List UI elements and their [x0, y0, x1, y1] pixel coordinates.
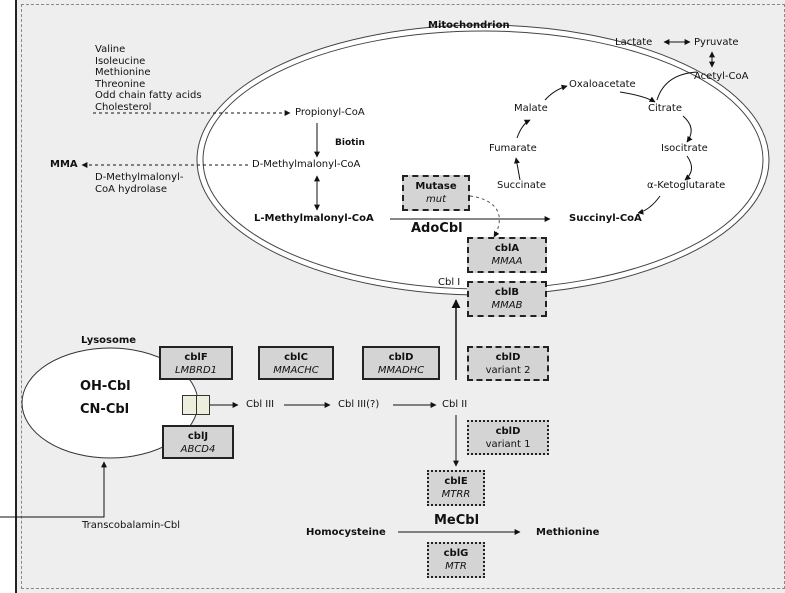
citrate-label: Citrate — [648, 103, 682, 114]
arrow-akg-succinyl — [637, 195, 661, 215]
mecbl-label: MeCbl — [434, 513, 480, 528]
cblf-name: cblF — [184, 352, 208, 363]
cbla-gene: MMAA — [491, 256, 523, 267]
cbla-box: cblA MMAA — [467, 237, 547, 273]
oh-cbl-label: OH-Cbl — [80, 379, 131, 394]
cblc-gene: MMACHC — [273, 365, 319, 376]
cbld-variant1-label: variant 1 — [485, 439, 531, 450]
cblb-gene: MMAB — [491, 300, 523, 311]
cblb-box: cblB MMAB — [467, 281, 547, 317]
mutase-gene: mut — [426, 194, 446, 205]
cblg-box: cblG MTR — [427, 542, 485, 578]
acetyl-coa-label: Acetyl-CoA — [694, 71, 749, 82]
cble-gene: MTRR — [441, 489, 471, 500]
cble-name: cblE — [444, 476, 468, 487]
cbld-variant2-label: variant 2 — [485, 365, 531, 376]
arrow-succinate-fumarate — [514, 157, 521, 181]
mutase-box: Mutase mut — [402, 175, 470, 211]
cbl-iii-q-label: Cbl III(?) — [338, 399, 380, 410]
oxaloacetate-label: Oxaloacetate — [569, 79, 636, 90]
alpha-ketoglutarate-label: α-Ketoglutarate — [647, 180, 726, 191]
lactate-label: Lactate — [615, 37, 653, 48]
lysosome-label: Lysosome — [81, 335, 137, 346]
cblb-name: cblB — [494, 287, 520, 298]
adocbl-label: AdoCbl — [411, 221, 463, 236]
arrow-malate-oxaloacetate — [544, 84, 568, 101]
arrow-citrate-isocitrate — [682, 115, 693, 143]
methionine-label: Methionine — [536, 527, 600, 538]
source-item: Methionine — [95, 67, 151, 78]
cbld-name: cblD — [388, 352, 414, 363]
isocitrate-label: Isocitrate — [661, 143, 708, 154]
cbld-variant2-name: cblD — [495, 352, 521, 363]
cbld-variant1-name: cblD — [495, 426, 521, 437]
propionyl-coa-label: Propionyl-CoA — [295, 107, 365, 118]
cbl-ii-label: Cbl II — [442, 399, 468, 410]
arrow-acetylcoa-citrate — [656, 71, 698, 101]
succinyl-coa-label: Succinyl-CoA — [569, 213, 642, 224]
cblc-box: cblC MMACHC — [258, 346, 334, 380]
mutase-name: Mutase — [415, 181, 457, 192]
fumarate-label: Fumarate — [489, 143, 537, 154]
l-methylmalonyl-coa-label: L-Methylmalonyl-CoA — [254, 213, 374, 224]
homocysteine-label: Homocysteine — [306, 527, 386, 538]
source-item: Cholesterol — [95, 101, 152, 113]
cblf-box: cblF LMBRD1 — [159, 346, 233, 380]
cbld-variant1-box: cblD variant 1 — [467, 420, 549, 455]
cblj-name: cblJ — [187, 431, 209, 442]
cbl-i-label: Cbl I — [438, 277, 461, 288]
cblj-box: cblJ ABCD4 — [162, 425, 234, 459]
arrow-oxaloacetate-citrate — [619, 91, 656, 103]
cn-cbl-label: CN-Cbl — [80, 402, 130, 417]
source-item: Odd chain fatty acids — [95, 90, 202, 101]
source-item: Valine — [95, 44, 126, 55]
arrow-mutase-to-reaction — [469, 195, 500, 238]
mitochondrion-label: Mitochondrion — [428, 20, 510, 31]
cbld-variant2-box: cblD variant 2 — [467, 346, 549, 381]
source-item: Threonine — [95, 78, 146, 90]
cblc-name: cblC — [284, 352, 308, 363]
cbld-box: cblD MMADHC — [362, 346, 440, 380]
cbld-gene: MMADHC — [377, 365, 425, 376]
arrow-transcobalamin-uptake — [0, 461, 107, 518]
biotin-label: Biotin — [335, 138, 365, 148]
transcobalamin-cbl-label: Transcobalamin-Cbl — [82, 520, 180, 531]
succinate-label: Succinate — [497, 180, 546, 191]
lysosomal-transporter — [182, 395, 210, 415]
cble-box: cblE MTRR — [427, 470, 485, 506]
hydrolase-label-line1: D-Methylmalonyl- — [95, 172, 184, 183]
source-item: Isoleucine — [95, 55, 146, 67]
arrow-isocitrate-akg — [684, 155, 692, 181]
amino-acid-sources: Valine Isoleucine Methionine Threonine O… — [95, 44, 202, 113]
cbla-name: cblA — [494, 243, 520, 254]
cbl-iii-label: Cbl III — [246, 399, 275, 410]
pyruvate-label: Pyruvate — [694, 37, 739, 48]
cblf-gene: LMBRD1 — [174, 365, 218, 376]
malate-label: Malate — [514, 103, 548, 114]
mma-label: MMA — [50, 159, 78, 170]
cblg-gene: MTR — [445, 561, 467, 572]
hydrolase-label-line2: CoA hydrolase — [95, 184, 168, 195]
cblj-gene: ABCD4 — [180, 444, 216, 455]
d-methylmalonyl-coa-label: D-Methylmalonyl-CoA — [252, 159, 361, 170]
cblg-name: cblG — [443, 548, 469, 559]
arrow-fumarate-malate — [516, 119, 531, 139]
